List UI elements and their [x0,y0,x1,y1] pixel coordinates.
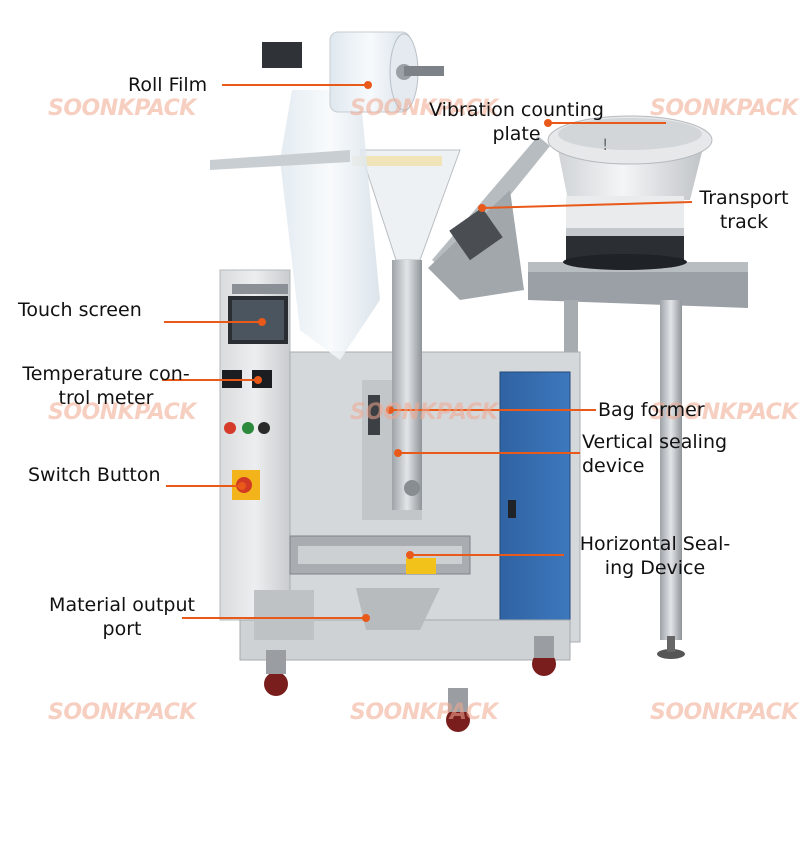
label-material-output-port: Material output port [34,593,210,641]
label-line: Temperature con- [22,363,190,385]
watermark: SOONKPACK [48,400,196,425]
label-line: device [582,455,645,477]
watermark: SOONKPACK [650,400,798,425]
label-roll-film: Roll Film [128,74,208,96]
label-vibration-counting-plate: Vibration counting plate [414,98,619,146]
label-touch-screen: Touch screen [18,299,142,321]
roll-film [262,31,444,113]
leader-touch-screen-dot [258,318,266,326]
label-switch-button: Switch Button [28,464,161,486]
leader-switch-button-dot [238,482,246,490]
label-horizontal-sealing-device: Horizontal Seal- ing Device [566,532,744,580]
watermark: SOONKPACK [350,700,498,725]
label-transport-track: Transport track [690,186,798,234]
label-line: Vertical sealing [582,431,728,453]
casters [264,636,556,732]
label-temperature-control-meter: Temperature con- trol meter [8,362,204,410]
leader-transport-track [481,201,693,209]
leader-lines [162,81,693,622]
leader-vibration-plate-dot [544,119,552,127]
label-line: port [102,618,142,640]
leader-roll-film-dot [364,81,372,89]
leader-temperature-meter-dot [254,376,262,384]
label-line: Transport [699,187,789,209]
label-line: Material output [49,594,195,616]
leader-vertical-sealing-dot [394,449,402,457]
watermark: SOONKPACK [650,96,798,121]
watermark: SOONKPACK [48,700,196,725]
svg-text:!: ! [602,135,608,154]
watermark: SOONKPACK [48,96,196,121]
label-line: Vibration counting [429,99,604,121]
label-vertical-sealing-device: Vertical sealing device [582,430,727,478]
label-line: plate [492,123,541,145]
watermark: SOONKPACK [350,400,498,425]
label-line: track [719,211,769,233]
watermark: SOONKPACK [350,96,498,121]
label-line: ing Device [604,557,706,579]
former-assembly [352,149,461,510]
transport-track [428,136,550,300]
leader-bag-former-dot [386,406,394,414]
label-line: trol meter [58,387,154,409]
film-web [210,90,380,360]
label-bag-former: Bag former [598,399,705,421]
leader-material-output-dot [362,614,370,622]
label-line: Horizontal Seal- [579,533,731,555]
leader-horizontal-sealing-dot [406,551,414,559]
watermark: SOONKPACK [650,700,798,725]
leader-transport-track-dot [478,204,486,212]
